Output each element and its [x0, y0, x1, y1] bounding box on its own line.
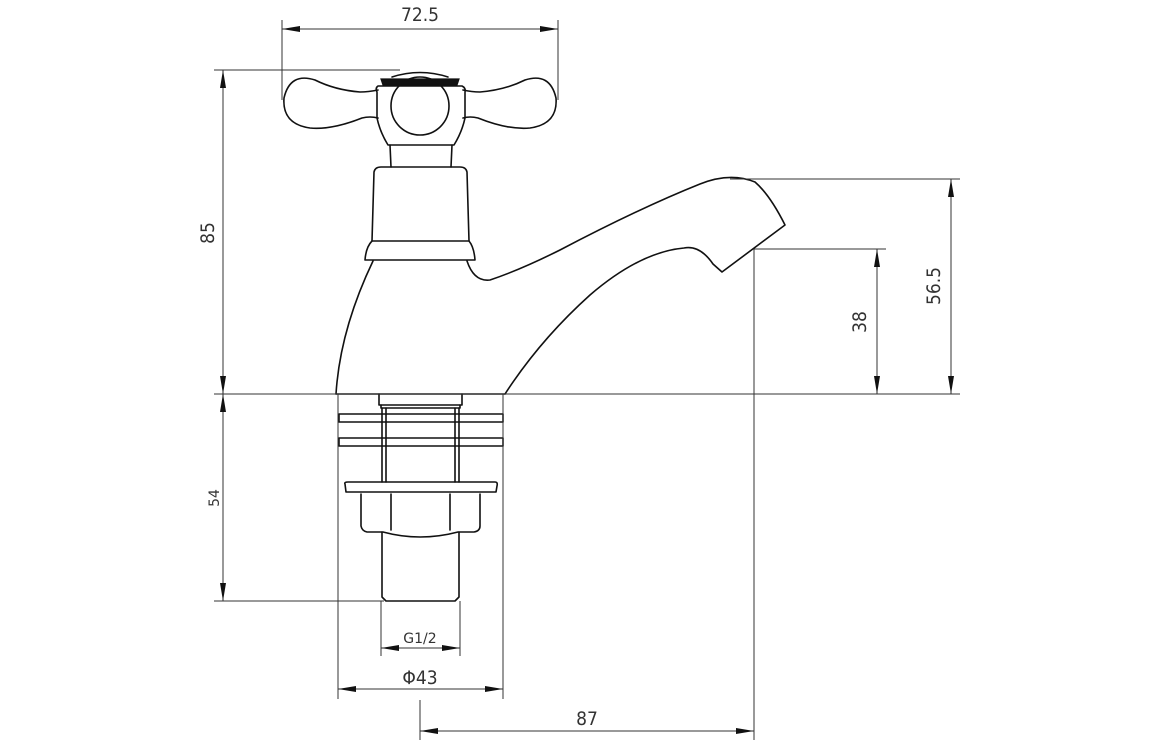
- dimension-lines: [214, 20, 960, 740]
- dim-thread-size: G1/2: [403, 631, 436, 647]
- dim-spout-reach: 87: [576, 708, 598, 730]
- dim-spout-height: 56.5: [923, 267, 945, 305]
- crosshead-handle: [283, 71, 557, 168]
- dim-height-above-deck: 85: [197, 222, 219, 244]
- dim-handle-width: 72.5: [401, 4, 439, 26]
- tail-assembly: [338, 393, 504, 602]
- dim-outlet-height: 38: [849, 311, 871, 333]
- tap-outline: [283, 71, 786, 602]
- shroud: [364, 166, 476, 261]
- dim-base-diameter: Φ43: [402, 667, 437, 689]
- dim-tail-length: 54: [207, 489, 223, 507]
- dimension-labels: 72.5 85 54 56.5 38 G1/2 Φ43 87: [197, 4, 945, 730]
- body-and-spout: [335, 176, 786, 395]
